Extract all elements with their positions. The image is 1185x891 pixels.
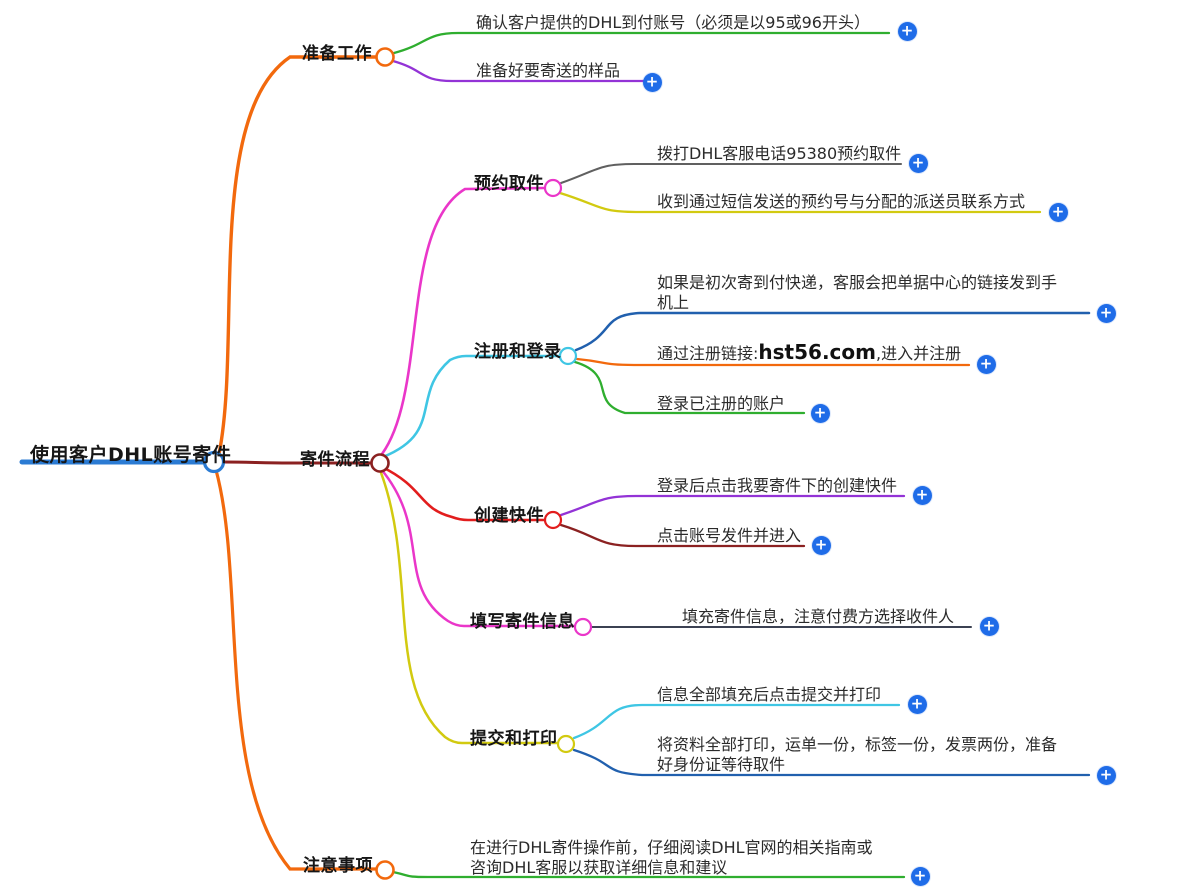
- plus-icon: +: [911, 153, 925, 171]
- branch-process-label[interactable]: 寄件流程: [300, 450, 370, 470]
- edge-submit-print-docs: [572, 748, 1091, 777]
- plus-icon: +: [900, 21, 914, 39]
- leaf-read-guide-line2: 咨询DHL客服以获取详细信息和建议: [470, 858, 728, 877]
- leaf-confirm-account-label[interactable]: 确认客户提供的DHL到付账号（必须是以95或96开头）: [476, 13, 870, 33]
- edge-appointment-sms-info: [558, 191, 1042, 214]
- add-node-button-fill-info[interactable]: +: [979, 616, 999, 636]
- leaf-call-hotline-label[interactable]: 拨打DHL客服电话95380预约取件: [657, 144, 901, 164]
- root-node-circle[interactable]: [202, 450, 226, 474]
- leaf-read-guide-label[interactable]: 在进行DHL寄件操作前，仔细阅读DHL官网的相关指南或 咨询DHL客服以获取详细…: [470, 838, 873, 878]
- add-node-button-register-link[interactable]: +: [976, 354, 996, 374]
- edge-register-register-link: [575, 357, 971, 367]
- appointment-node-circle[interactable]: [543, 178, 563, 198]
- leaf-account-ship-line1: 点击账号发件并进入: [657, 526, 802, 545]
- leaf-register-link-suffix: ,进入并注册: [875, 344, 962, 363]
- plus-icon: +: [1051, 202, 1065, 220]
- edge-process-fill: [379, 467, 577, 628]
- leaf-sms-info-line1: 收到通过短信发送的预约号与分配的派送员联系方式: [657, 192, 1026, 211]
- leaf-create-shipment-line1: 登录后点击我要寄件下的创建快件: [657, 476, 898, 495]
- subtopic-submit-label[interactable]: 提交和打印: [470, 729, 558, 749]
- edge-process-register: [381, 354, 561, 459]
- plus-icon: +: [910, 694, 924, 712]
- leaf-print-docs-line2: 好身份证等待取件: [657, 755, 786, 774]
- plus-icon: +: [1099, 765, 1113, 783]
- edge-create-create-shipment: [559, 494, 906, 517]
- leaf-first-time-line2: 机上: [657, 293, 690, 312]
- plus-icon: +: [814, 535, 828, 553]
- leaf-print-docs-line1: 将资料全部打印，运单一份，标签一份，发票两份，准备: [657, 735, 1058, 754]
- leaf-login-account-line1: 登录已注册的账户: [657, 394, 786, 413]
- add-node-button-create-shipment[interactable]: +: [912, 485, 932, 505]
- leaf-sms-info-label[interactable]: 收到通过短信发送的预约号与分配的派送员联系方式: [657, 192, 1025, 212]
- edge-create-account-ship: [559, 523, 806, 548]
- leaf-submit-print-line1: 信息全部填充后点击提交并打印: [657, 685, 882, 704]
- leaf-prepare-samples-line1: 准备好要寄送的样品: [476, 61, 621, 80]
- plus-icon: +: [913, 866, 927, 884]
- leaf-register-link-prefix: 通过注册链接:: [657, 344, 759, 363]
- add-node-button-call-hotline[interactable]: +: [908, 153, 928, 173]
- subtopic-fill-label[interactable]: 填写寄件信息: [470, 612, 575, 632]
- edge-process-appointment: [380, 186, 547, 456]
- add-node-button-print-docs[interactable]: +: [1096, 765, 1116, 785]
- register-node-circle[interactable]: [558, 346, 578, 366]
- branch-prep-label[interactable]: 准备工作: [302, 44, 372, 64]
- add-node-button-first-time[interactable]: +: [1096, 303, 1116, 323]
- edge-register-login-account: [573, 360, 806, 415]
- add-node-button-read-guide[interactable]: +: [910, 866, 930, 886]
- add-node-button-prepare-samples[interactable]: +: [642, 72, 662, 92]
- submit-node-circle[interactable]: [556, 734, 576, 754]
- edge-appointment-call-hotline: [559, 162, 903, 185]
- edge-register-first-time: [574, 311, 1091, 352]
- plus-icon: +: [813, 403, 827, 421]
- leaf-register-link-label[interactable]: 通过注册链接:hst56.com,进入并注册: [657, 340, 961, 364]
- leaf-prepare-samples-label[interactable]: 准备好要寄送的样品: [476, 61, 620, 81]
- leaf-call-hotline-line1: 拨打DHL客服电话95380预约取件: [657, 144, 902, 163]
- edge-root-process: [222, 460, 373, 465]
- subtopic-register-label[interactable]: 注册和登录: [474, 342, 562, 362]
- subtopic-create-label[interactable]: 创建快件: [474, 506, 544, 526]
- leaf-read-guide-line1: 在进行DHL寄件操作前，仔细阅读DHL官网的相关指南或: [470, 838, 873, 857]
- edge-process-create: [380, 465, 547, 522]
- edge-root-prep: [217, 55, 379, 456]
- plus-icon: +: [979, 354, 993, 372]
- plus-icon: +: [645, 72, 659, 90]
- register-link-url[interactable]: hst56.com: [758, 340, 876, 364]
- edge-notes-read-guide: [391, 870, 906, 879]
- leaf-fill-info-label[interactable]: 填充寄件信息，注意付费方选择收件人: [682, 607, 954, 627]
- add-node-button-confirm-account[interactable]: +: [897, 21, 917, 41]
- leaf-login-account-label[interactable]: 登录已注册的账户: [657, 394, 785, 414]
- branch-notes-label[interactable]: 注意事项: [303, 856, 373, 876]
- leaf-first-time-line1: 如果是初次寄到付快递，客服会把单据中心的链接发到手: [657, 273, 1058, 292]
- leaf-print-docs-label[interactable]: 将资料全部打印，运单一份，标签一份，发票两份，准备 好身份证等待取件: [657, 735, 1057, 775]
- leaf-fill-info-line1: 填充寄件信息，注意付费方选择收件人: [682, 607, 955, 626]
- add-node-button-login-account[interactable]: +: [810, 403, 830, 423]
- edge-prep-prepare-samples: [391, 59, 647, 83]
- leaf-account-ship-label[interactable]: 点击账号发件并进入: [657, 526, 801, 546]
- prep-node-circle[interactable]: [375, 47, 395, 67]
- leaf-first-time-label[interactable]: 如果是初次寄到付快递，客服会把单据中心的链接发到手 机上: [657, 273, 1057, 313]
- root-node-label[interactable]: 使用客户DHL账号寄件: [30, 444, 232, 466]
- fill-node-circle[interactable]: [573, 617, 593, 637]
- notes-node-circle[interactable]: [375, 860, 395, 880]
- subtopic-appointment-label[interactable]: 预约取件: [474, 174, 544, 194]
- leaf-create-shipment-label[interactable]: 登录后点击我要寄件下的创建快件: [657, 476, 897, 496]
- edge-submit-submit-print: [572, 703, 901, 740]
- plus-icon: +: [1099, 303, 1113, 321]
- add-node-button-account-ship[interactable]: +: [811, 535, 831, 555]
- plus-icon: +: [915, 485, 929, 503]
- process-node-circle[interactable]: [370, 453, 390, 473]
- add-node-button-sms-info[interactable]: +: [1048, 202, 1068, 222]
- create-node-circle[interactable]: [543, 510, 563, 530]
- leaf-submit-print-label[interactable]: 信息全部填充后点击提交并打印: [657, 685, 881, 705]
- edge-root-notes: [214, 468, 379, 871]
- edge-process-submit: [378, 468, 559, 745]
- plus-icon: +: [982, 616, 996, 634]
- edge-prep-confirm-account: [392, 31, 891, 55]
- leaf-confirm-account-line1: 确认客户提供的DHL到付账号（必须是以95或96开头）: [476, 13, 870, 32]
- add-node-button-submit-print[interactable]: +: [907, 694, 927, 714]
